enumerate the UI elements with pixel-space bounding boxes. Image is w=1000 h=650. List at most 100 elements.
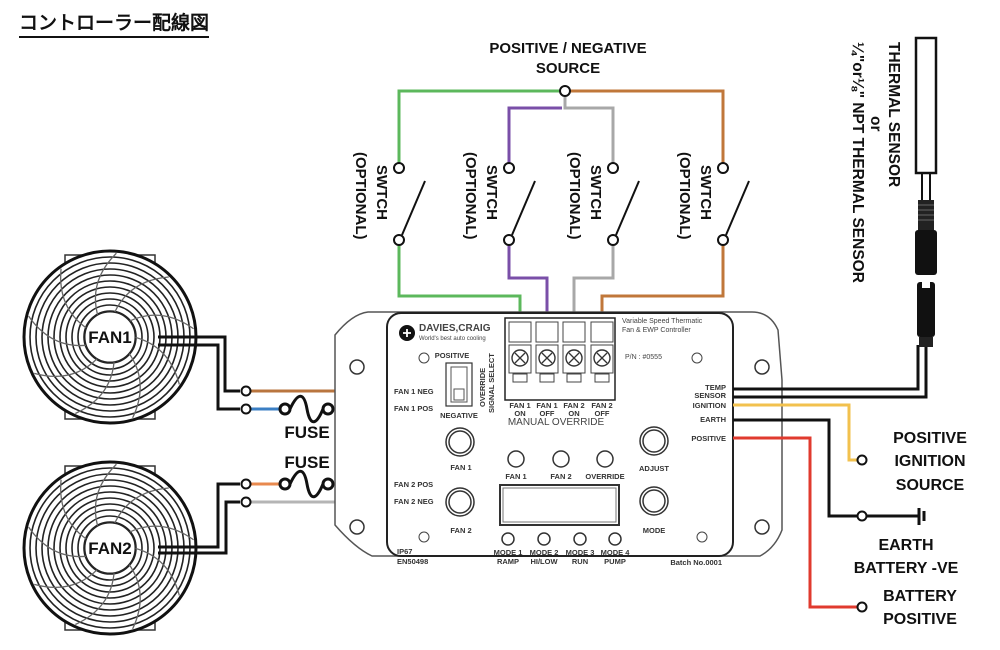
mode-led-label1: MODE 2	[530, 548, 559, 557]
fuse-2	[278, 469, 335, 499]
wire-switch4-brown-lower	[600, 240, 725, 318]
switch-label: SWTCH	[373, 165, 390, 220]
fuse-1	[278, 394, 335, 424]
mount-hole-tr	[754, 359, 770, 375]
terminal-positive: POSITIVE	[691, 434, 726, 443]
switch-side-label2: SIGNAL SELECT	[487, 353, 496, 413]
switch-contact-top	[503, 162, 515, 174]
led-fan1	[507, 450, 525, 468]
fuse-2-label: FUSE	[284, 453, 329, 472]
mode-led-label2: RUN	[572, 557, 588, 566]
fan2-lead-a	[158, 482, 240, 549]
fan-blade	[113, 487, 169, 525]
source-label-line1: POSITIVE / NEGATIVE	[489, 40, 646, 57]
optional-switch: SWTCH(OPTIONAL)	[462, 152, 536, 246]
fan-hub	[84, 522, 136, 574]
override-terminal-label1: FAN 2	[563, 401, 584, 410]
fan-blade	[75, 360, 115, 415]
brand-tagline: World's best auto cooling	[419, 336, 486, 342]
fan1-lead-a	[158, 335, 240, 393]
source-terminal	[559, 85, 571, 97]
source-label-line2: SOURCE	[536, 60, 600, 77]
mode-button-label: MODE	[643, 526, 666, 535]
override-terminal-label1: FAN 1	[536, 401, 557, 410]
led-fan2-label: FAN 2	[550, 472, 571, 481]
terminal-fan1-neg: FAN 1 NEG	[394, 387, 434, 396]
wire-switch4-brown	[568, 89, 725, 166]
terminal-temp: TEMP	[705, 383, 726, 392]
switch-sublabel: (OPTIONAL)	[566, 152, 583, 240]
battery-terminal	[856, 601, 868, 613]
ignition-label-line1: POSITIVE	[893, 430, 967, 447]
switch-negative-label: NEGATIVE	[440, 411, 478, 420]
fan-blade	[113, 276, 169, 314]
page-title: コントローラー配線図	[19, 8, 210, 38]
override-terminal[interactable]: FAN 2ON	[562, 321, 586, 418]
fan-hub	[84, 311, 136, 363]
mode-led-label2: HI/LOW	[530, 557, 558, 566]
switch-contact-bottom	[607, 234, 619, 246]
switch-lever	[401, 180, 426, 236]
fan-blade	[127, 352, 141, 419]
thermal-sensor	[914, 36, 938, 347]
screw-icon	[691, 352, 703, 364]
led-override-label: OVERRIDE	[585, 472, 624, 481]
fan1-terminal-neg	[240, 385, 252, 397]
ignition-label-line2: IGNITION	[894, 453, 965, 470]
product-name-line2: Fan & EWP Controller	[622, 327, 691, 334]
fan-blade	[60, 479, 88, 541]
fan-blade	[127, 563, 141, 630]
standard-label: EN50498	[397, 557, 428, 566]
switch-contact-bottom	[717, 234, 729, 246]
mount-hole-tl	[349, 359, 365, 375]
switch-sublabel: (OPTIONAL)	[462, 152, 479, 240]
override-terminal-label2: OFF	[595, 409, 610, 418]
wire-temp-sensor-1	[733, 345, 920, 391]
override-terminal[interactable]: FAN 1ON	[508, 321, 532, 418]
mode-led-label1: MODE 3	[566, 548, 595, 557]
wire-switch1-green-lower	[397, 240, 522, 318]
switch-positive-label: POSITIVE	[435, 351, 470, 360]
mode-led-label2: PUMP	[604, 557, 626, 566]
switch-contact-bottom	[393, 234, 405, 246]
fan2-terminal-neg	[240, 496, 252, 508]
fan-blade	[128, 314, 194, 330]
sensor-label-line3: ¼"or⅛" NPT THERMAL SENSOR	[849, 42, 866, 283]
fan-label: FAN1	[88, 328, 131, 347]
wire-switch2-purple-lower	[507, 240, 549, 318]
battery-label-line1: BATTERY	[883, 588, 957, 605]
fan-blade	[60, 268, 88, 330]
switch-slider[interactable]	[453, 388, 465, 401]
terminal-ignition: IGNITION	[693, 401, 726, 410]
switch-contact-bottom	[503, 234, 515, 246]
wire-switch1-green	[397, 89, 562, 166]
adjust-button-label: ADJUST	[639, 464, 669, 473]
optional-switch: SWTCH(OPTIONAL)	[566, 152, 640, 246]
screw-icon	[696, 531, 708, 543]
mode-led-label1: MODE 1	[494, 548, 523, 557]
wire-ignition	[733, 403, 858, 462]
terminal-fan2-pos: FAN 2 POS	[394, 480, 433, 489]
terminal-fan2-neg: FAN 2 NEG	[394, 497, 434, 506]
sensor-connector-female	[915, 230, 937, 275]
terminal-earth: EARTH	[700, 415, 726, 424]
fan1-button-label: FAN 1	[450, 463, 471, 472]
screw-icon	[418, 531, 430, 543]
optional-switch: SWTCH(OPTIONAL)	[352, 152, 426, 246]
product-name-line1: Variable Speed Thermatic	[622, 318, 703, 325]
earth-label-line1: EARTH	[878, 537, 933, 554]
display-screen	[499, 484, 620, 526]
mode-led-label2: RAMP	[497, 557, 519, 566]
override-terminal-label2: ON	[568, 409, 579, 418]
wire-switch3-grey	[563, 97, 615, 166]
sensor-label-line1: THERMAL SENSOR	[885, 42, 902, 187]
mode-led	[501, 532, 515, 546]
switch-sublabel: (OPTIONAL)	[352, 152, 369, 240]
manual-override-label: MANUAL OVERRIDE	[508, 417, 605, 428]
wire-earth	[733, 418, 858, 518]
